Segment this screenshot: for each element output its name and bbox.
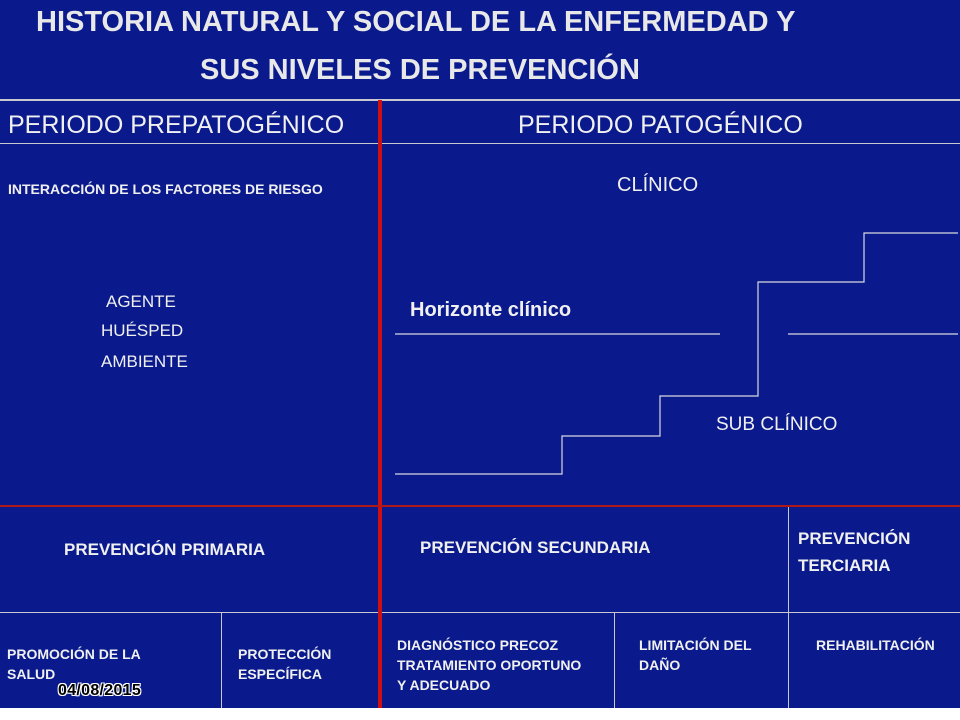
col-divider-promocion bbox=[221, 613, 222, 708]
header-row-divider bbox=[0, 143, 960, 144]
prevencion-primaria: PREVENCIÓN PRIMARIA bbox=[64, 540, 266, 559]
col-divider-diagnostico bbox=[614, 613, 615, 708]
staircase-line bbox=[395, 232, 958, 475]
prevencion-terciaria-line2: TERCIARIA bbox=[798, 556, 891, 575]
title-line-2: SUS NIVELES DE PREVENCIÓN bbox=[200, 54, 640, 86]
bottom-margin bbox=[0, 708, 960, 720]
diagnostico-line2: TRATAMIENTO OPORTUNO bbox=[397, 657, 582, 673]
slide-date: 04/08/2015 bbox=[58, 682, 142, 699]
rehabilitacion: REHABILITACIÓN bbox=[816, 637, 935, 653]
subclinico-label: SUB CLÍNICO bbox=[716, 414, 838, 435]
factor-agente: AGENTE bbox=[106, 292, 176, 311]
limitacion-dano-line2: DAÑO bbox=[639, 657, 681, 673]
diagnostico-line3: Y ADECUADO bbox=[397, 677, 491, 693]
limitacion-dano-line1: LIMITACIÓN DEL bbox=[639, 637, 752, 653]
clinico-label: CLÍNICO bbox=[617, 174, 699, 196]
factor-huesped: HUÉSPED bbox=[101, 321, 184, 340]
actions-row-divider bbox=[0, 612, 960, 613]
period-patogenico: PERIODO PATOGÉNICO bbox=[518, 111, 803, 139]
diagnostico-line1: DIAGNÓSTICO PRECOZ bbox=[397, 637, 559, 653]
promocion-salud-line2: SALUD bbox=[7, 666, 56, 682]
promocion-salud-line1: PROMOCIÓN DE LA bbox=[7, 646, 141, 662]
col-divider-terciaria bbox=[788, 507, 789, 708]
table-top-border bbox=[0, 99, 960, 101]
prevention-row-divider bbox=[0, 505, 960, 507]
title-line-1: HISTORIA NATURAL Y SOCIAL DE LA ENFERMED… bbox=[36, 6, 796, 38]
proteccion-especifica-line1: PROTECCIÓN bbox=[238, 646, 332, 662]
period-divider bbox=[378, 100, 382, 708]
interaccion-factores: INTERACCIÓN DE LOS FACTORES DE RIESGO bbox=[8, 181, 323, 197]
prevencion-terciaria-line1: PREVENCIÓN bbox=[798, 529, 911, 548]
period-prepatogenico: PERIODO PREPATOGÉNICO bbox=[8, 111, 345, 139]
prevencion-secundaria: PREVENCIÓN SECUNDARIA bbox=[420, 538, 651, 557]
horizonte-clinico-label: Horizonte clínico bbox=[410, 299, 572, 321]
proteccion-especifica-line2: ESPECÍFICA bbox=[238, 666, 323, 682]
factor-ambiente: AMBIENTE bbox=[101, 352, 188, 371]
